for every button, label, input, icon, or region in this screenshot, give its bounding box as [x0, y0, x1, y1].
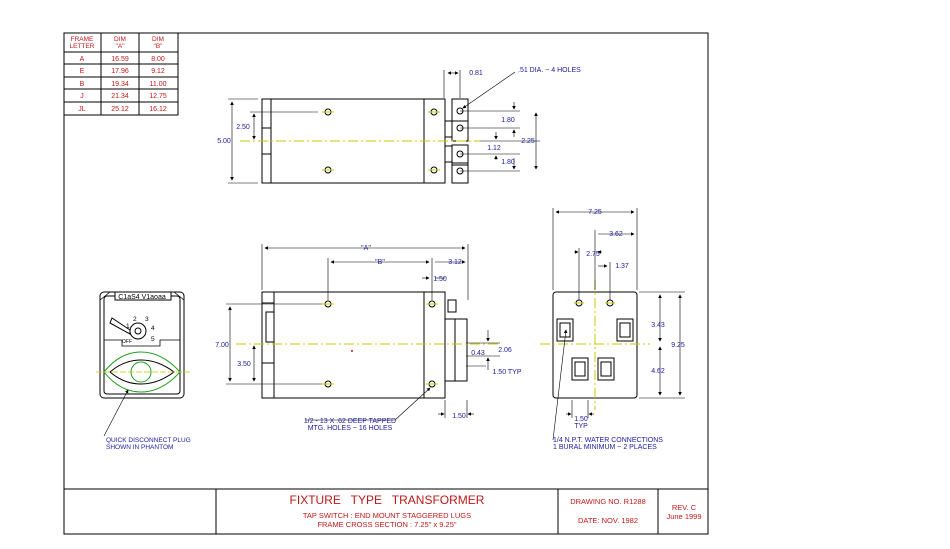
tapped-note-line2: MTG. HOLES ~ 16 HOLES [308, 425, 393, 432]
table-header-dima-2: "A" [116, 43, 126, 50]
dim-7-25: 7.25 [588, 209, 602, 216]
water-note-line1: 1/4 N.P.T. WATER CONNECTIONS [553, 437, 663, 444]
sheet-border [63, 32, 709, 535]
dim-3-62: 3.62 [609, 231, 623, 238]
dim-typ: TYP [574, 423, 588, 430]
revision-date: June 1999 [666, 512, 701, 521]
tap-switch-knob [109, 317, 147, 340]
dim-0-81: 0.81 [469, 70, 483, 77]
side-view [540, 208, 685, 441]
plug-note-line2: SHOWN IN PHANTOM [106, 444, 173, 451]
drawing-number: DRAWING NO. R1288 [570, 497, 646, 506]
dim-1-12: 1.12 [487, 145, 501, 152]
mounting-hole [428, 166, 440, 174]
mounting-hole [426, 300, 438, 308]
dim-1-50: 1.50 [433, 276, 447, 283]
revision: REV. C [672, 503, 697, 512]
table-header-dima-1: DIM [114, 36, 126, 43]
tap-switch-view [96, 291, 190, 437]
table-cell: 16.59 [111, 56, 129, 63]
table-header-frame-1: FRAME [71, 36, 94, 43]
mounting-hole [428, 108, 440, 116]
table-cell: 25.12 [111, 106, 129, 113]
table-header-dimb-1: DIM [152, 36, 164, 43]
top-view-lug [451, 98, 469, 122]
table-cell: JL [78, 106, 86, 113]
table-cell: 16.12 [149, 106, 167, 113]
tapped-note-line1: 1/2 - 13 X .62 DEEP TAPPED [304, 418, 396, 425]
table-cell: 8.00 [151, 56, 165, 63]
table-cell: 9.12 [151, 68, 165, 75]
dim-7-00: 7.00 [215, 342, 229, 349]
mounting-hole [426, 380, 438, 388]
table-header-frame-2: LETTER [70, 43, 95, 50]
dim-1-80: 1.80 [501, 159, 515, 166]
switch-position-3: 3 [145, 316, 149, 323]
dim-a: "A" [361, 245, 371, 252]
mounting-hole [322, 300, 334, 308]
switch-top-label: C1aS4 V1aoaa [118, 294, 166, 301]
terminal-block [616, 318, 634, 342]
plug-note-line1: QUICK DISCONNECT PLUG [106, 437, 191, 444]
table-header-dimb-2: "B" [154, 43, 164, 50]
hole-note: .51 DIA. ~ 4 HOLES [518, 67, 581, 74]
dim-2-06: 2.06 [498, 347, 512, 354]
dim-2-25: 2.25 [521, 138, 535, 145]
dim-3-50: 3.50 [237, 361, 251, 368]
dim-1-50-typ: 1.50 TYP [492, 369, 521, 376]
front-view-body [261, 291, 446, 399]
table-cell: 21.34 [111, 93, 129, 100]
mounting-hole [322, 166, 334, 174]
dim-2-75: 2.75 [586, 251, 600, 258]
switch-position-4: 4 [151, 325, 155, 332]
dim-b: "B" [375, 259, 385, 266]
dim-3-43: 3.43 [651, 322, 665, 329]
table-cell: 19.34 [111, 81, 129, 88]
dim-1-37: 1.37 [615, 263, 629, 270]
dim-1-50: 1.50 [574, 416, 588, 423]
table-cell: 17.96 [111, 68, 129, 75]
water-connection [574, 299, 584, 307]
drawing-subtitle-2: FRAME CROSS SECTION : 7.25" x 9.25" [317, 520, 456, 529]
dim-0-43: 0.43 [471, 350, 485, 357]
switch-position-1: 1 [126, 323, 130, 330]
switch-off-label: OFF [122, 339, 132, 345]
top-view-lug [451, 144, 469, 166]
drawing-date: DATE: NOV. 1982 [578, 516, 638, 525]
terminal-block [597, 357, 615, 381]
dim-5-00: 5.00 [217, 138, 231, 145]
dim-1-50: 1.50 [452, 413, 466, 420]
dim-4-62: 4.62 [651, 368, 665, 375]
front-view [226, 244, 500, 421]
terminal-block [571, 357, 589, 381]
table-cell: B [80, 81, 85, 88]
mounting-hole [322, 108, 334, 116]
drawing-title: FIXTURE TYPE TRANSFORMER [290, 493, 485, 507]
title-block [64, 488, 708, 534]
dim-1-80: 1.80 [501, 117, 515, 124]
table-cell: 11.00 [150, 81, 167, 88]
switch-position-5: 5 [151, 336, 155, 343]
top-view-lug [451, 162, 469, 184]
water-note-line2: 1 BURAL MINIMUM ~ 2 PLACES [553, 444, 657, 451]
drawing-subtitle-1: TAP SWITCH : END MOUNT STAGGERED LUGS [303, 511, 471, 520]
table-cell: 12.75 [149, 93, 167, 100]
table-cell: E [80, 68, 85, 75]
dim-2-50: 2.50 [236, 124, 250, 131]
table-cell: J [80, 93, 84, 100]
water-connection [605, 299, 615, 307]
table-cell: A [80, 56, 85, 63]
top-view [228, 70, 540, 184]
dim-9-25: 9.25 [671, 342, 685, 349]
switch-position-2: 2 [133, 316, 137, 323]
mounting-hole [322, 380, 334, 388]
frame-table: FRAME LETTER DIM "A" DIM "B" A 16.59 8.0… [63, 32, 179, 116]
dim-3-12: 3.12 [448, 259, 462, 266]
